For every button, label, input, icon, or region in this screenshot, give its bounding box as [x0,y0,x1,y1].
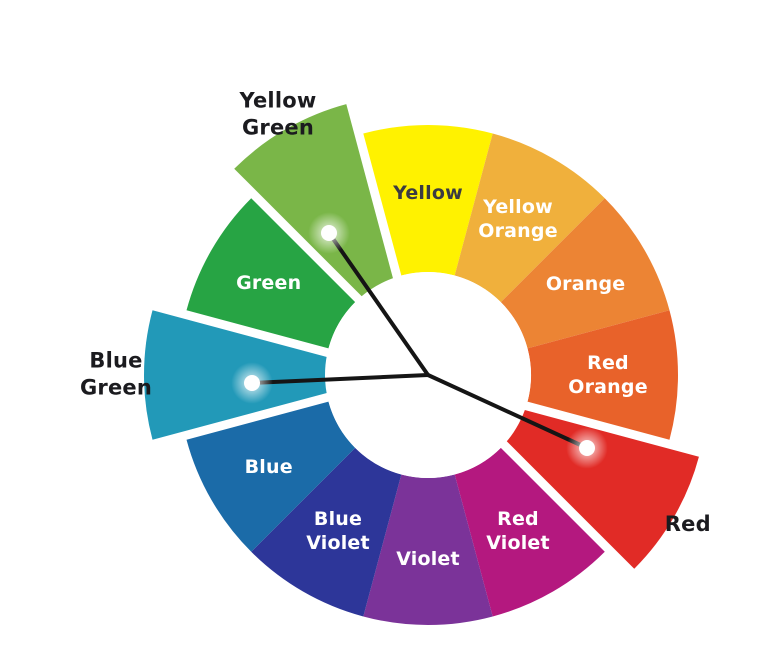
label-line: Green [236,272,301,294]
label-line: Yellow [482,196,553,218]
harmony-line-yellow-green [327,231,430,377]
label-red: Red [665,512,711,536]
label-line: Violet [486,532,550,554]
label-line: Green [80,376,152,400]
segment-yellow[interactable] [363,125,493,276]
label-line: Orange [546,273,626,295]
label-blue: Blue [245,456,293,478]
segment-violet[interactable] [363,474,493,625]
label-line: Violet [396,548,460,570]
label-line: Yellow [239,89,317,113]
marker-blue-green[interactable] [244,375,260,391]
harmony-line-blue-green [250,373,430,385]
label-yellow: Yellow [392,182,463,204]
label-line: Orange [568,376,648,398]
segment-yellow-orange[interactable] [454,133,605,303]
segment-green[interactable] [186,198,356,349]
label-line: Red [587,352,629,374]
label-green: Green [236,272,301,294]
segment-orange[interactable] [500,198,670,349]
marker-yellow-green[interactable] [321,225,337,241]
label-line: Red [497,508,539,530]
harmony-line-red [426,373,589,450]
harmony-selector [231,212,608,469]
segment-red-orange[interactable] [527,310,678,440]
label-line: Green [242,116,314,140]
label-orange: Orange [546,273,626,295]
segment-red[interactable] [457,392,699,569]
label-line: Blue [89,349,142,373]
label-line: Yellow [392,182,463,204]
label-line: Orange [478,220,558,242]
segment-blue[interactable] [186,401,356,552]
segment-red-violet[interactable] [454,447,605,617]
label-line: Red [665,512,711,536]
label-violet: Violet [396,548,460,570]
label-line: Violet [306,532,370,554]
marker-red[interactable] [579,440,595,456]
label-line: Blue [245,456,293,478]
label-line: Blue [314,508,362,530]
segment-blue-violet[interactable] [251,447,402,617]
